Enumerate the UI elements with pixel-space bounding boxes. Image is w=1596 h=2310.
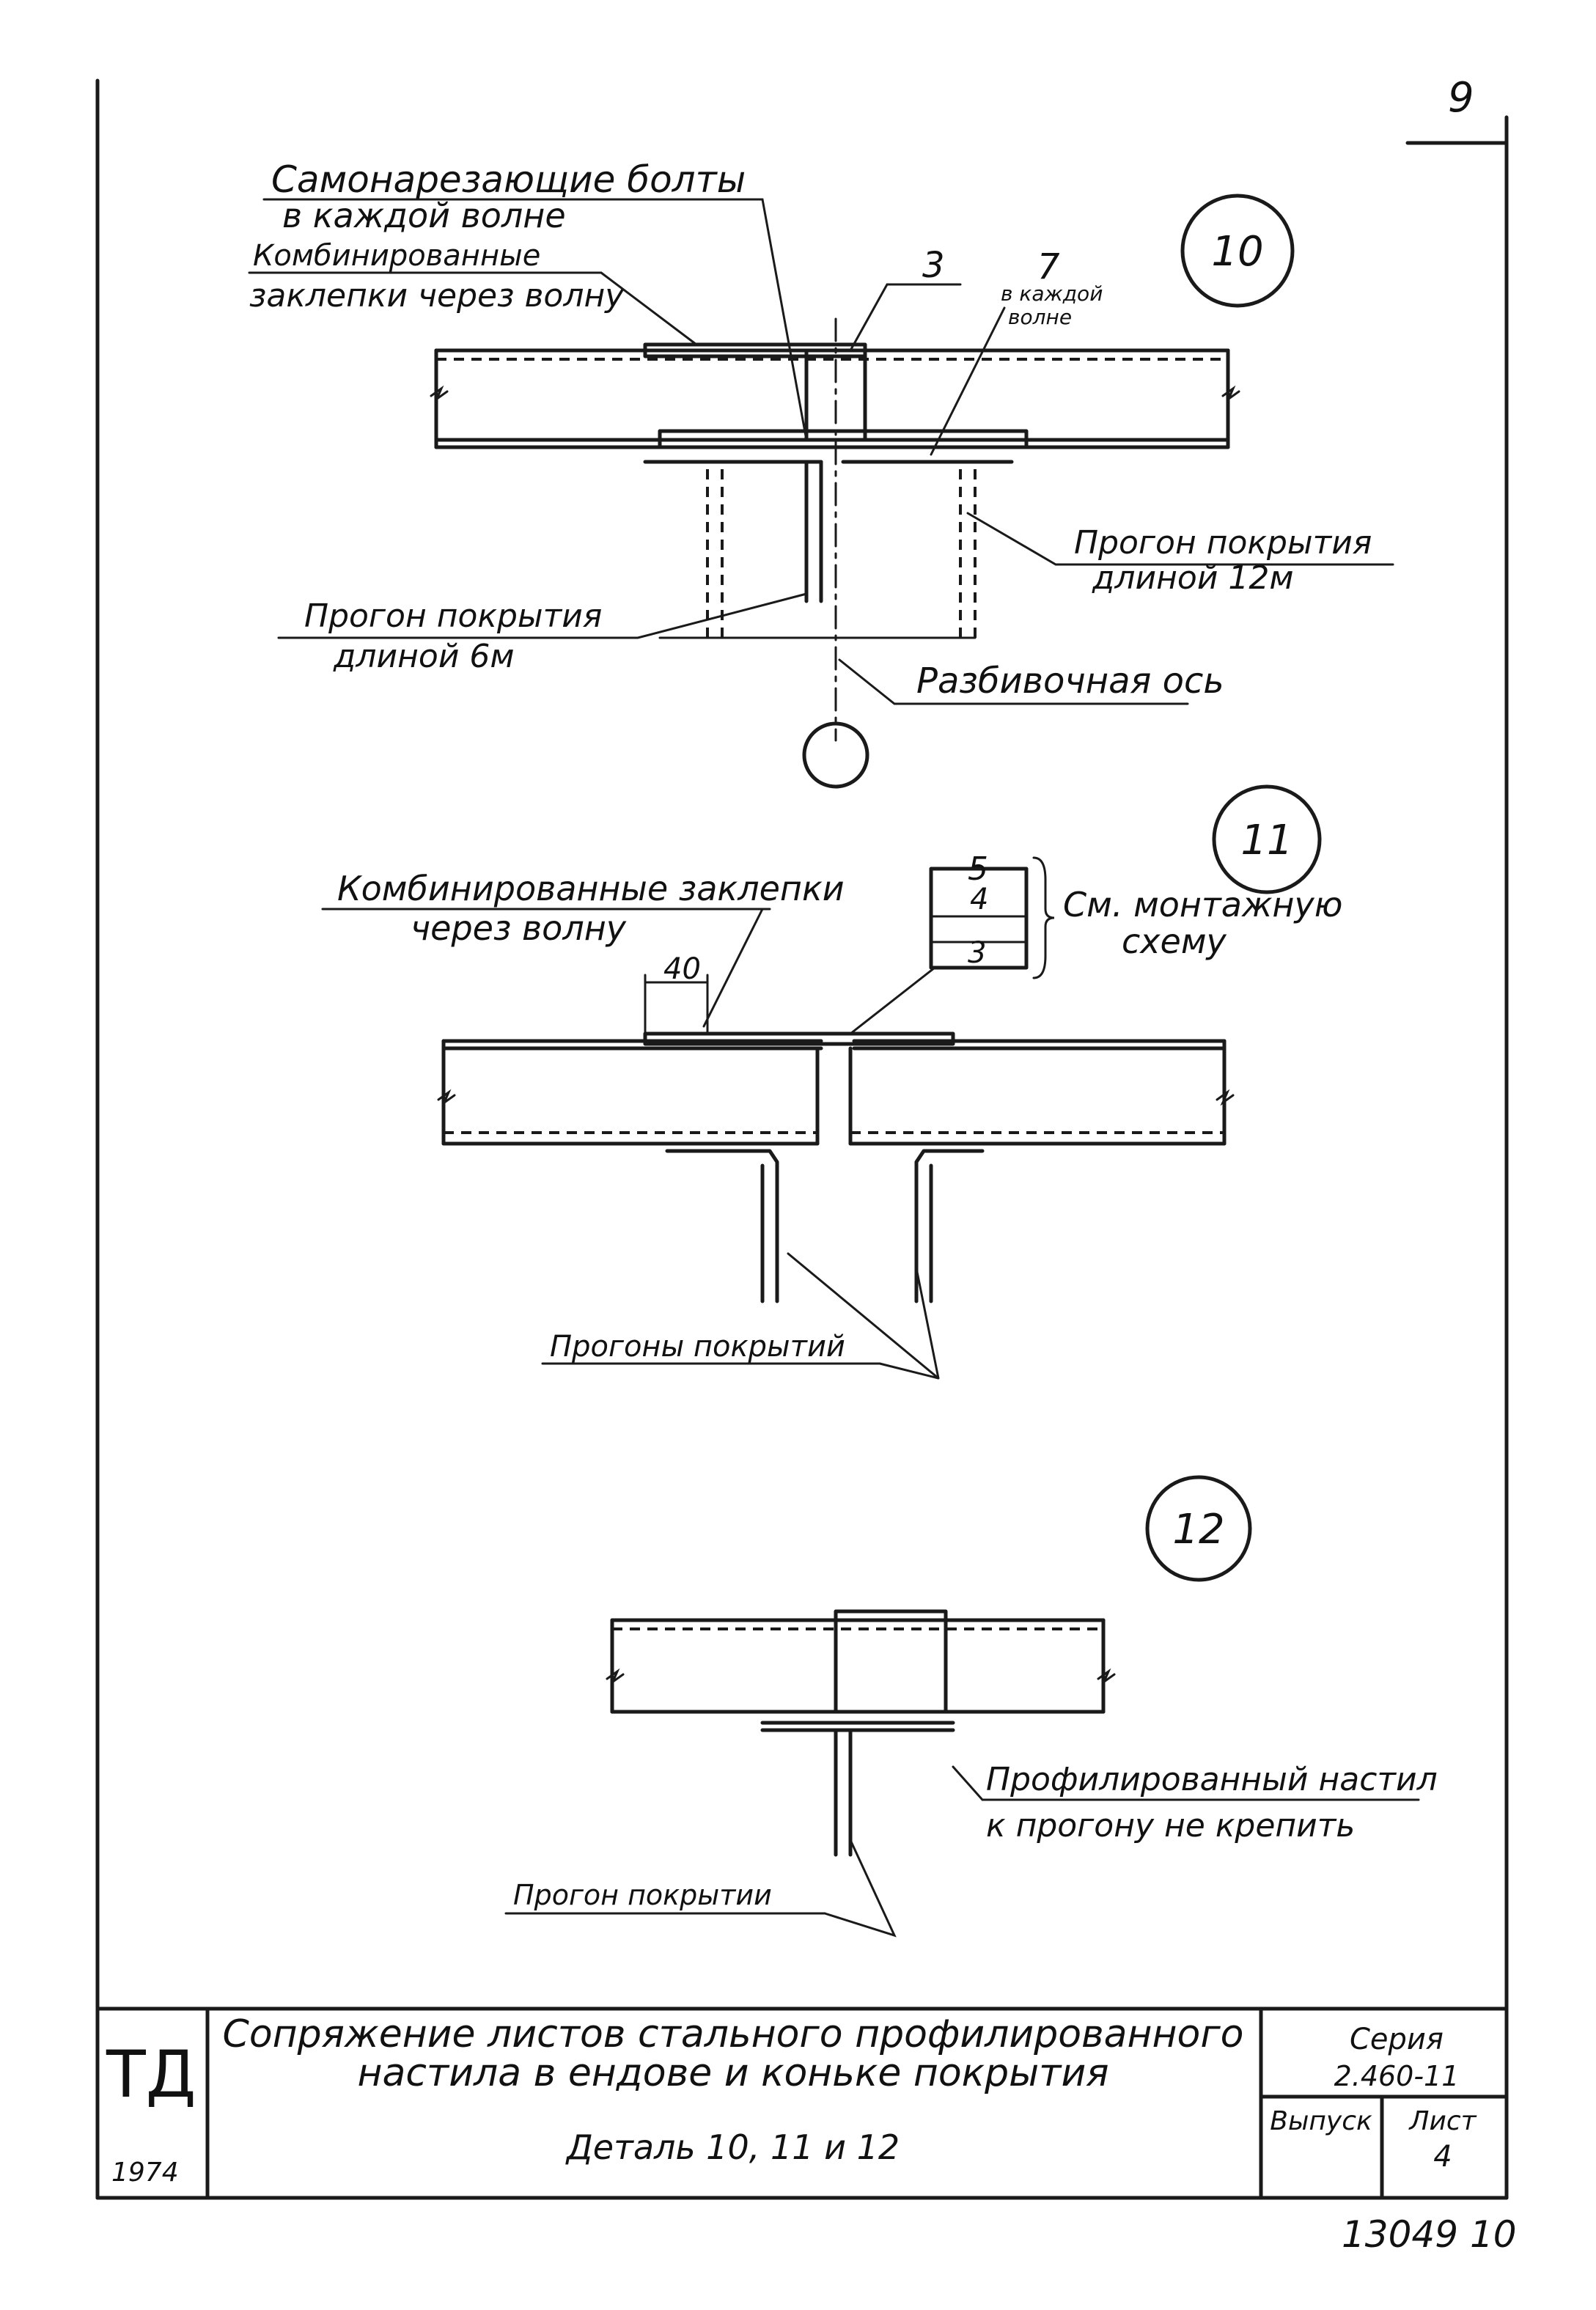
title-line-2: настила в ендове и коньке покрытия: [357, 2051, 1108, 2095]
detail-11-marker: 11: [1240, 817, 1292, 864]
detail-11-marker-circle: [1212, 784, 1322, 894]
page-number: 9: [1448, 74, 1474, 122]
sheet-value: 4: [1433, 2140, 1452, 2174]
detail-11-purlins: Прогоны покрытий: [550, 1330, 845, 1364]
subtitle: Деталь 10, 11 и 12: [565, 2127, 900, 2167]
detail-10-pos-3: 3: [922, 245, 945, 286]
detail-10-rivets-label-1: Комбинированные: [253, 239, 540, 273]
detail-11-pos-3: 3: [968, 936, 986, 970]
series-label: Серия: [1350, 2023, 1444, 2056]
detail-12-purlin: Прогон покрытии: [513, 1879, 772, 1911]
detail-11-dim-40: 40: [663, 952, 701, 986]
title-block: ТД 1974 Сопряжение листов стального проф…: [95, 2006, 1509, 2200]
detail-10: 10 Самонарезающие болты в каждой волне К…: [248, 158, 1394, 789]
detail-12: 12 Профилированный настил к прогону не к…: [504, 1475, 1438, 1938]
detail-10-pos-7: 7: [1037, 246, 1060, 287]
detail-10-axis-circle: [802, 721, 869, 789]
footer-stamp: 13049 10: [1342, 2213, 1517, 2256]
detail-12-marker-circle: [1145, 1475, 1252, 1582]
detail-10-marker: 10: [1211, 228, 1263, 276]
detail-10-rivets-label-2: заклепки через волну: [249, 277, 625, 315]
detail-10-axis-label: Разбивочная ось: [916, 661, 1224, 702]
detail-11-rivets-2: через волну: [411, 908, 627, 948]
detail-11-pos-5: 5: [968, 850, 988, 888]
logo-td: ТД: [106, 2037, 196, 2112]
issue-label: Выпуск: [1270, 2106, 1372, 2136]
series-value: 2.460-11: [1334, 2060, 1460, 2092]
detail-11-see-2: схему: [1122, 922, 1227, 961]
sheet-label: Лист: [1408, 2106, 1477, 2136]
detail-10-bolts-label-1: Самонарезающие болты: [271, 158, 746, 201]
detail-12-note-1: Профилированный настил: [986, 1761, 1438, 1798]
detail-11: 11 Комбинированные заклепки через волну …: [321, 784, 1342, 1380]
detail-10-each-wave-1: в каждой: [1001, 282, 1103, 306]
detail-10-purlin-6-1: Прогон покрытия: [304, 597, 602, 635]
detail-11-see-1: См. монтажную: [1063, 885, 1342, 924]
year: 1974: [111, 2158, 179, 2188]
detail-10-purlin-12-2: длиной 12м: [1092, 559, 1294, 597]
detail-10-bolts-label-2: в каждой волне: [282, 196, 566, 235]
detail-12-marker: 12: [1172, 1506, 1224, 1553]
detail-10-purlin-12-1: Прогон покрытия: [1074, 524, 1372, 562]
detail-10-purlin-6-2: длиной 6м: [333, 638, 515, 675]
detail-11-pos-4: 4: [970, 883, 988, 916]
detail-10-marker-circle: [1180, 194, 1295, 308]
detail-12-note-2: к прогону не крепить: [986, 1807, 1355, 1844]
title-line-1: Сопряжение листов стального профилирован…: [223, 2012, 1244, 2056]
detail-10-each-wave-2: волне: [1008, 305, 1072, 329]
sheet-frame: [95, 78, 1509, 2200]
detail-11-rivets-1: Комбинированные заклепки: [337, 869, 845, 908]
